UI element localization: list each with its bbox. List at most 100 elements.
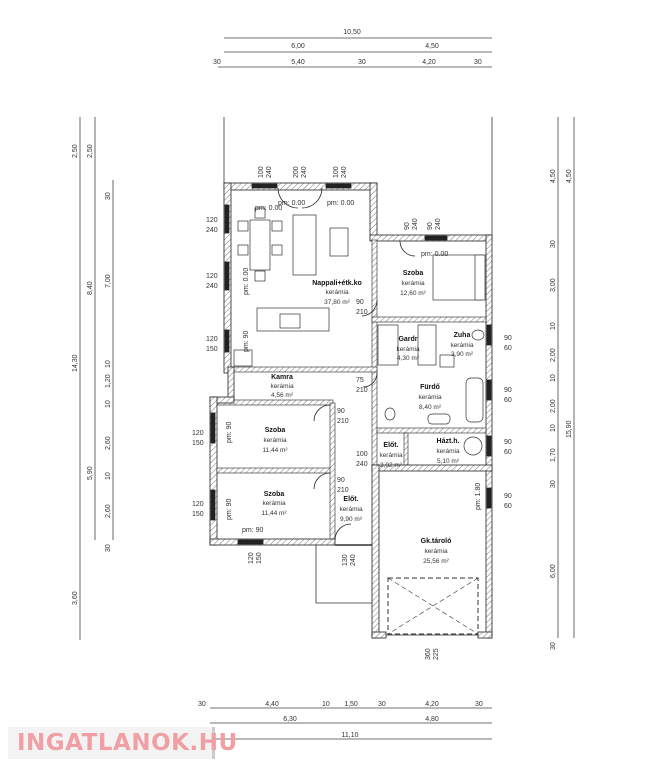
room-name: Nappali+étk.ko — [312, 280, 362, 287]
room-name: Szoba — [403, 270, 424, 277]
dimension-label: 60 — [504, 503, 512, 510]
dimension-label: 240 — [206, 227, 218, 234]
dimension-label: 210 — [337, 487, 349, 494]
bathtub — [465, 377, 484, 423]
dimension-label: 2,60 — [105, 436, 112, 450]
dimension-label: 5,40 — [291, 59, 305, 66]
dimension-label: 90 — [504, 493, 512, 500]
room-floor: kerámia — [418, 394, 442, 401]
dimension-label: 120 — [206, 336, 218, 343]
room-name: Szoba — [264, 491, 285, 498]
room-floor: kerámia — [436, 448, 460, 455]
dimension-label: 120 — [206, 217, 218, 224]
dimension-label: 4,80 — [425, 716, 439, 723]
dimension-label: 4,50 — [566, 169, 573, 183]
dimension-label: 1,20 — [105, 374, 112, 388]
dimension-label: pm: 90 — [243, 330, 250, 352]
dimension-label: 150 — [192, 440, 204, 447]
dimension-label: 90 — [356, 299, 364, 306]
room-area: 2,02 m² — [380, 462, 403, 469]
dimension-label: 6,30 — [283, 716, 297, 723]
dimension-label: 75 — [356, 377, 364, 384]
dimension-label: 1,50 — [344, 701, 358, 708]
sofa — [292, 214, 317, 276]
dimension-label: 240 — [301, 166, 308, 178]
room-floor: kerámia — [325, 289, 349, 296]
dimension-label: 2,00 — [550, 399, 557, 413]
dimension-label: 10 — [550, 374, 557, 382]
dimension-label: 2,50 — [87, 144, 94, 158]
dimension-label: 30 — [198, 701, 206, 708]
room-name: Zuha — [454, 332, 471, 339]
room-floor: kerámia — [424, 548, 448, 555]
dimension-label: 120 — [192, 430, 204, 437]
room-name: Szoba — [265, 427, 286, 434]
dimension-label: 30 — [474, 59, 482, 66]
room-area: 12,60 m² — [400, 290, 426, 297]
dimension-label: 10 — [105, 360, 112, 368]
shower — [439, 354, 455, 368]
opening-labels: pm: 0.00 pm: 0.00 pm: 0.00 pm: 0.00 pm: … — [192, 166, 512, 660]
room-floor: kerámia — [401, 280, 425, 287]
room-floor: kerámia — [450, 342, 474, 349]
dimension-label: 90 — [427, 222, 434, 230]
room-floor: kerámia — [339, 506, 363, 513]
room-name: Gk.tároló — [421, 538, 452, 545]
dimension-label: 3,00 — [550, 278, 557, 292]
dimension-label: 240 — [350, 554, 357, 566]
dimension-label: 90 — [504, 387, 512, 394]
dimension-label: 30 — [550, 240, 557, 248]
dimension-label: 4,20 — [425, 701, 439, 708]
toilet — [384, 407, 396, 421]
dimension-label: 360 — [425, 648, 432, 660]
dimension-label: 30 — [358, 59, 366, 66]
dimension-label: 240 — [266, 166, 273, 178]
coffee-table — [329, 227, 349, 257]
dimension-label: 10 — [105, 400, 112, 408]
dimension-label: 90 — [504, 335, 512, 342]
car-outline — [387, 577, 479, 635]
dimension-label: 150 — [256, 552, 263, 564]
dimension-label: 30 — [550, 480, 557, 488]
room-name: Előt. — [343, 496, 358, 503]
dimension-label: pm: 90 — [226, 421, 233, 443]
dimension-label: 10 — [322, 701, 330, 708]
openings — [210, 183, 492, 636]
dimension-lines — [79, 37, 575, 740]
room-name: Kamra — [271, 374, 293, 381]
washbasin — [427, 413, 451, 425]
furniture — [233, 207, 486, 635]
dimension-label: 1,70 — [550, 448, 557, 462]
room-name: Előt. — [383, 442, 398, 449]
dimension-label: 200 — [293, 166, 300, 178]
dimension-label: 10 — [550, 322, 557, 330]
washing-machine — [463, 436, 483, 456]
dimension-label: pm: 0.00 — [421, 251, 448, 258]
dimension-label: 5,90 — [87, 466, 94, 480]
dimension-label: 30 — [105, 544, 112, 552]
room-area: 4,56 m² — [271, 392, 294, 399]
room-floor: kerámia — [396, 346, 420, 353]
wardrobe-2 — [417, 324, 437, 366]
dimension-label: 30 — [213, 59, 221, 66]
dimension-label: 90 — [504, 439, 512, 446]
dimension-label: 240 — [206, 283, 218, 290]
dimension-label: 10 — [550, 424, 557, 432]
dimension-label: 15,90 — [566, 420, 573, 438]
dimension-label: 30 — [105, 192, 112, 200]
dimension-label: pm: 1.80 — [475, 483, 482, 510]
dimension-label: 6,00 — [291, 43, 305, 50]
dimension-label: 210 — [356, 309, 368, 316]
dimension-label: pm: 0.00 — [327, 200, 354, 207]
dimension-label: 14,30 — [72, 354, 79, 372]
room-name: Fürdő — [420, 384, 440, 391]
dimension-label: 120 — [206, 273, 218, 280]
dimension-label: 210 — [356, 387, 368, 394]
dimension-label: 130 — [342, 554, 349, 566]
room-floor: kerámia — [262, 500, 286, 507]
dimension-labels: 10,50 6,00 4,50 30 5,40 30 4,20 30 2,50 … — [72, 29, 573, 739]
room-area: 8,40 m² — [419, 404, 442, 411]
dining-table — [249, 219, 271, 271]
dimension-label: 240 — [412, 218, 419, 230]
dimension-label: 240 — [341, 166, 348, 178]
